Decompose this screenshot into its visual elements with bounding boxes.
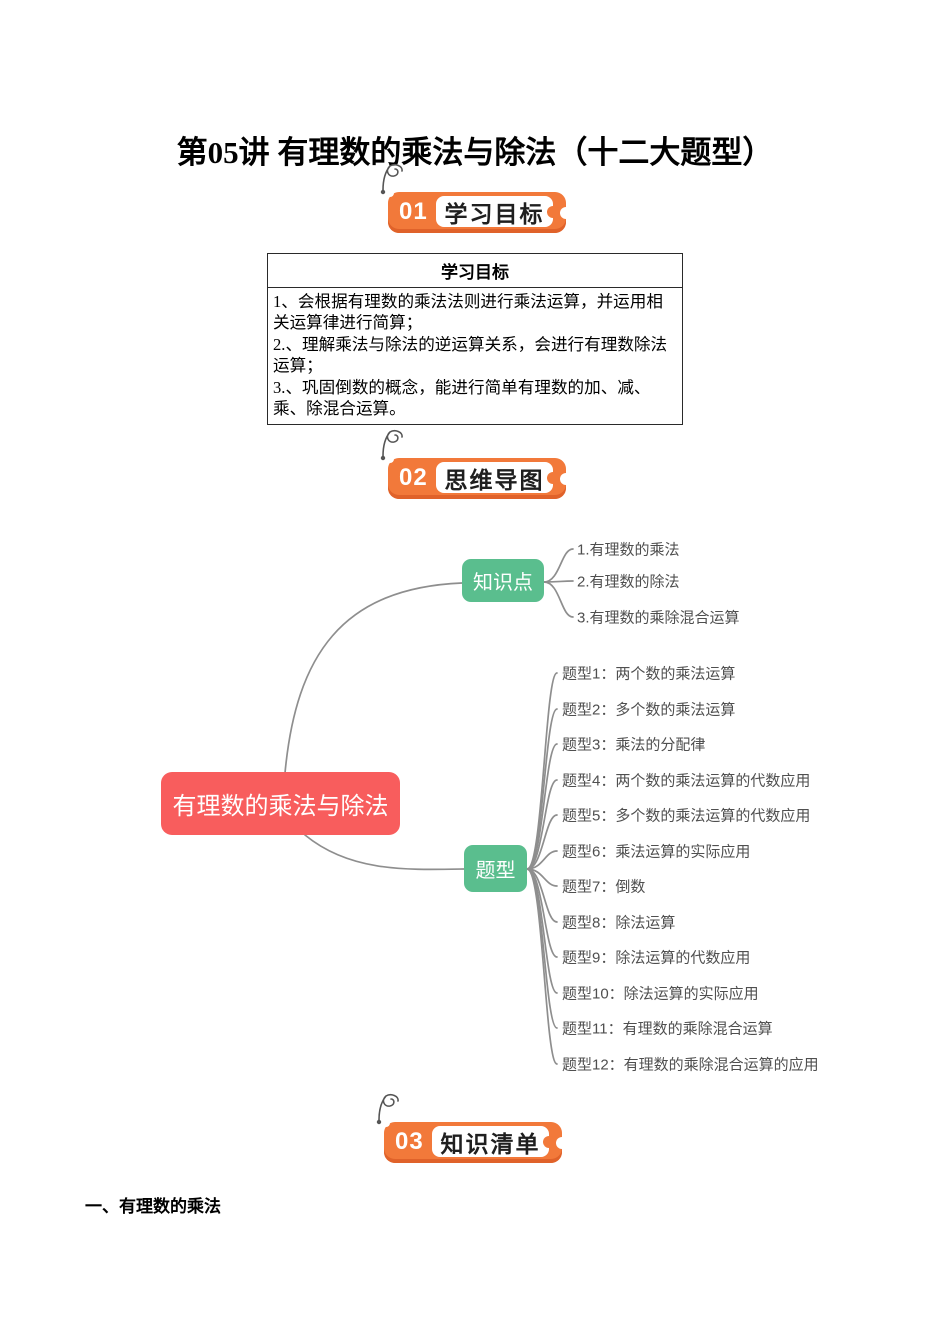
connector-type-1 <box>526 672 558 870</box>
badge-corner-dot <box>386 189 394 197</box>
connector-type-9 <box>526 868 558 958</box>
mindmap-knowledge-item: 2.有理数的除法 <box>577 573 680 591</box>
badge-number: 02 <box>399 464 428 491</box>
objectives-table-header: 学习目标 <box>268 254 682 288</box>
objectives-table-body: 1、会根据有理数的乘法法则进行乘法运算，并运用相关运算律进行简算； 2.、理解乘… <box>268 288 682 424</box>
squiggle-icon <box>376 1094 399 1125</box>
connector-type-4 <box>526 779 558 870</box>
connector-type-7 <box>526 868 558 887</box>
connector-type-5 <box>526 814 558 870</box>
connector-type-2 <box>526 708 558 870</box>
badge-corner-dot <box>382 1119 390 1127</box>
mindmap-type-item: 题型6：乘法运算的实际应用 <box>562 843 751 861</box>
badge-label-box: 思维导图 <box>436 462 559 493</box>
connector-type-11 <box>526 868 558 1029</box>
squiggle-icon <box>380 164 403 195</box>
mindmap-type-item: 题型7：倒数 <box>562 878 646 896</box>
connector-knowledge-1 <box>543 548 574 583</box>
objective-item: 3.、巩固倒数的概念，能进行简单有理数的加、减、乘、除混合运算。 <box>273 377 651 419</box>
mindmap-type-item: 题型3：乘法的分配律 <box>562 736 706 754</box>
mindmap-knowledge-item: 1.有理数的乘法 <box>577 541 680 559</box>
mindmap-type-item: 题型10：除法运算的实际应用 <box>562 985 759 1003</box>
mindmap-type-item: 题型4：两个数的乘法运算的代数应用 <box>562 772 811 790</box>
mindmap-type-item: 题型1：两个数的乘法运算 <box>562 665 736 683</box>
connector-type-3 <box>526 743 558 870</box>
connector-root-knowledge <box>284 582 463 774</box>
squiggle-icon <box>380 430 403 461</box>
mindmap-type-item: 题型11：有理数的乘除混合运算 <box>562 1020 773 1038</box>
knowledge-list-heading: 一、有理数的乘法 <box>85 1197 221 1216</box>
mindmap-type-item: 题型2：多个数的乘法运算 <box>562 701 736 719</box>
badge-label: 知识清单 <box>440 1130 541 1157</box>
section-badge-mindmap: 02 思维导图 <box>380 430 572 499</box>
connector-root-types <box>304 834 465 871</box>
mindmap-knowledge-item: 3.有理数的乘除混合运算 <box>577 609 740 627</box>
connector-type-10 <box>526 868 558 994</box>
mindmap-types-node: 题型 <box>464 845 527 892</box>
badge-label: 思维导图 <box>444 466 545 493</box>
mindmap-type-item: 题型5：多个数的乘法运算的代数应用 <box>562 807 811 825</box>
section-badge-objectives: 01 学习目标 <box>380 164 572 233</box>
objectives-table: 学习目标 1、会根据有理数的乘法法则进行乘法运算，并运用相关运算律进行简算； 2… <box>267 253 683 426</box>
connector-type-12 <box>526 868 558 1065</box>
badge-label-box: 知识清单 <box>432 1126 555 1157</box>
badge-label-box: 学习目标 <box>436 196 559 227</box>
objective-item: 2.、理解乘法与除法的逆运算关系，会进行有理数除法运算； <box>273 334 668 376</box>
page-title: 第05讲 有理数的乘法与除法（十二大题型） <box>176 134 774 170</box>
badge-number: 01 <box>399 198 428 225</box>
connector-type-6 <box>526 850 558 870</box>
connector-knowledge-2 <box>543 580 574 583</box>
mindmap-type-item: 题型8：除法运算 <box>562 914 676 932</box>
connector-type-8 <box>526 868 558 923</box>
mindmap-type-item: 题型9：除法运算的代数应用 <box>562 949 751 967</box>
badge-label: 学习目标 <box>444 200 545 227</box>
mindmap-knowledge-node: 知识点 <box>462 559 544 602</box>
badge-number: 03 <box>395 1128 424 1155</box>
mindmap-root-node: 有理数的乘法与除法 <box>161 772 400 835</box>
badge-corner-dot <box>386 455 394 463</box>
mindmap-type-item: 题型12：有理数的乘除混合运算的应用 <box>562 1056 819 1074</box>
connector-knowledge-3 <box>543 581 574 618</box>
section-badge-knowledge-list: 03 知识清单 <box>376 1094 568 1163</box>
objective-item: 1、会根据有理数的乘法法则进行乘法运算，并运用相关运算律进行简算； <box>273 292 663 333</box>
